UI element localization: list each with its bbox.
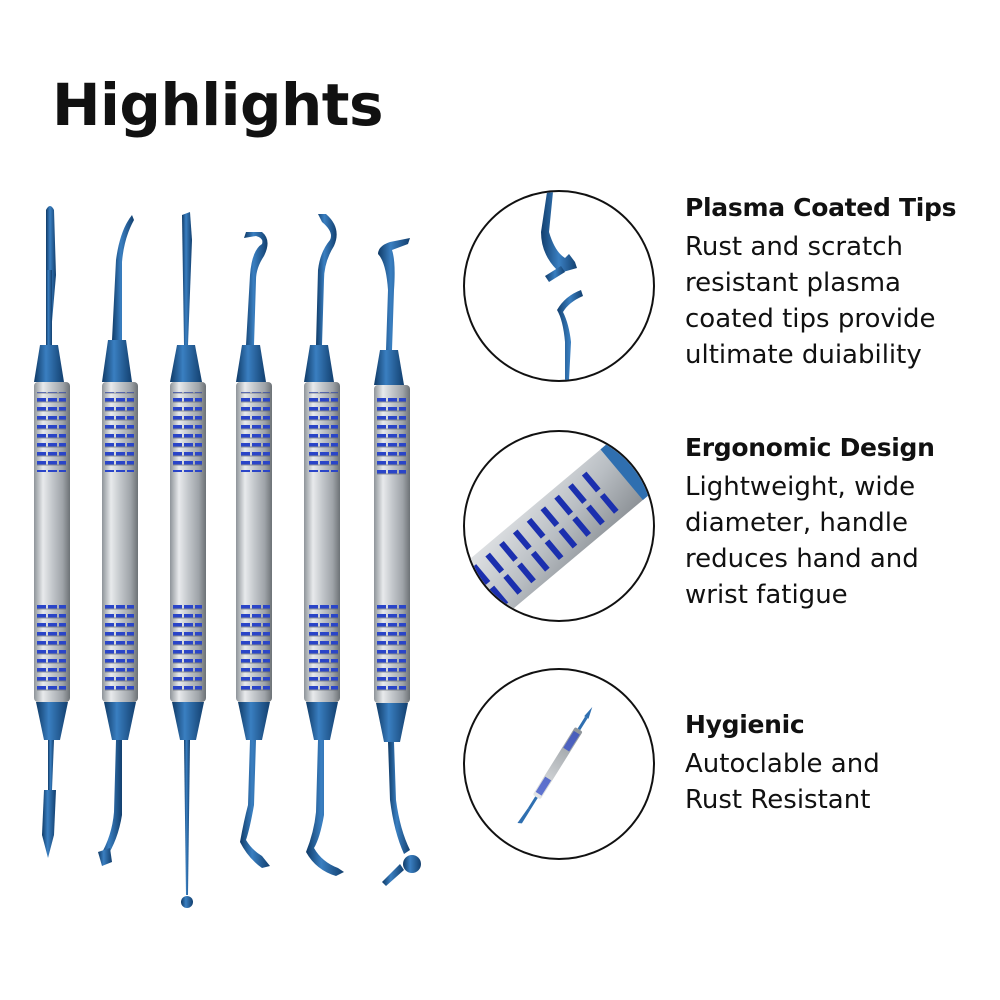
feature-line: Autoclable and <box>685 749 880 779</box>
feature-line: ultimate duiability <box>685 340 922 370</box>
feature-ergonomic-design: Ergonomic Design Lightweight, wide diame… <box>685 433 985 613</box>
feature-line: wrist fatigue <box>685 580 848 610</box>
feature-line: diameter, handle <box>685 508 909 538</box>
feature-description: Lightweight, wide diameter, handle reduc… <box>685 469 985 613</box>
page-title: Highlights <box>52 71 384 139</box>
instrument-5 <box>304 214 344 876</box>
full-instrument-thumbnail-icon <box>463 668 655 860</box>
instrument-1 <box>34 206 70 858</box>
feature-line: reduces hand and <box>685 544 919 574</box>
feature-heading: Plasma Coated Tips <box>685 193 957 222</box>
instrument-4 <box>236 232 272 868</box>
feature-heading: Ergonomic Design <box>685 433 935 462</box>
instrument-6 <box>374 238 421 886</box>
feature-plasma-coated-tips: Plasma Coated Tips Rust and scratch resi… <box>685 193 985 373</box>
instrument-3 <box>170 212 206 908</box>
instrument-set-image <box>34 206 421 908</box>
feature-line: coated tips provide <box>685 304 936 334</box>
feature-description: Rust and scratch resistant plasma coated… <box>685 229 985 373</box>
feature-line: Rust and scratch <box>685 232 903 262</box>
feature-heading: Hygienic <box>685 710 805 739</box>
feature-line: resistant plasma <box>685 268 901 298</box>
instrument-2 <box>98 215 138 866</box>
feature-hygienic: Hygienic Autoclable and Rust Resistant <box>685 710 985 818</box>
feature-description: Autoclable and Rust Resistant <box>685 746 985 818</box>
plasma-tip-closeup-icon <box>463 190 655 382</box>
feature-line: Rust Resistant <box>685 785 871 815</box>
feature-line: Lightweight, wide <box>685 472 916 502</box>
handle-grip-closeup-icon <box>463 430 655 622</box>
